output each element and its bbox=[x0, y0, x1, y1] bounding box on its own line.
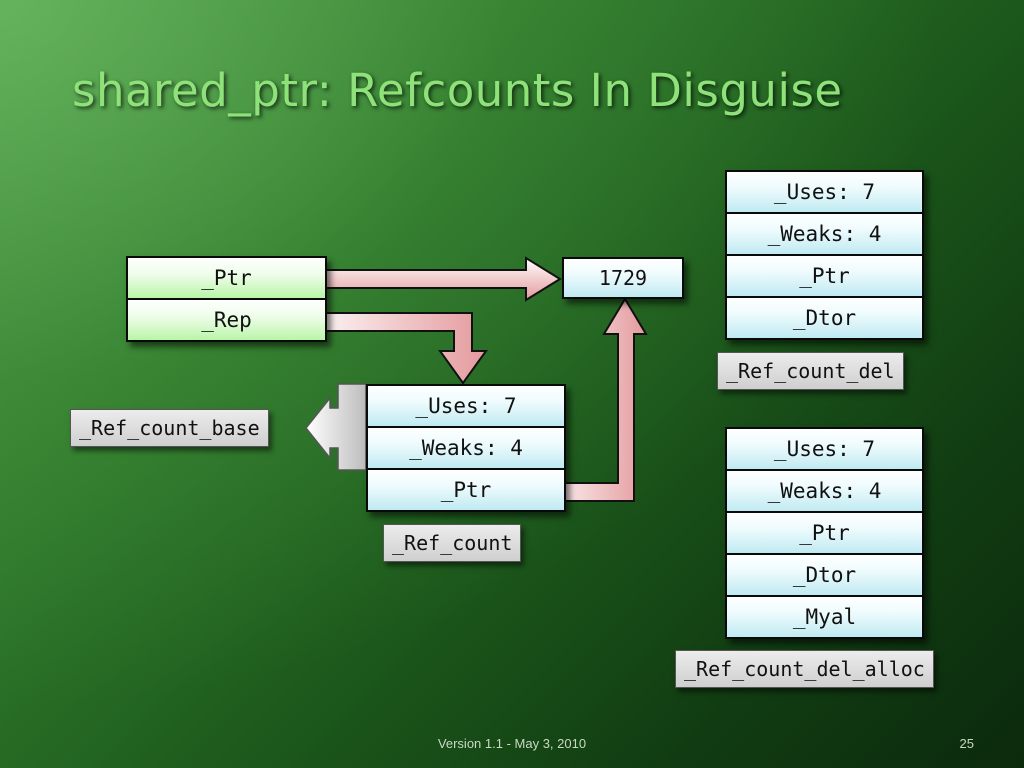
slide-number: 25 bbox=[959, 736, 974, 751]
ref-count-del-alloc-field-ptr: _Ptr bbox=[727, 513, 922, 555]
ref-count-del-alloc-object: _Uses: 7 _Weaks: 4 _Ptr _Dtor _Myal bbox=[725, 427, 924, 639]
ref-count-field-uses: _Uses: 7 bbox=[368, 386, 564, 428]
ref-count-field-weaks: _Weaks: 4 bbox=[368, 428, 564, 470]
inheritance-arrow bbox=[305, 383, 367, 471]
ref-count-del-field-weaks: _Weaks: 4 bbox=[727, 214, 922, 256]
refcount-ptr-to-value-arrow bbox=[537, 297, 648, 502]
ref-count-field-ptr: _Ptr bbox=[368, 470, 564, 510]
ptr-to-value-arrow bbox=[297, 256, 562, 302]
ref-count-base-label: _Ref_count_base bbox=[70, 409, 269, 447]
rep-to-refcount-arrow bbox=[297, 312, 488, 385]
slide-title: shared_ptr: Refcounts In Disguise bbox=[72, 64, 843, 117]
ref-count-del-alloc-field-weaks: _Weaks: 4 bbox=[727, 471, 922, 513]
ref-count-label: _Ref_count bbox=[383, 524, 522, 562]
ref-count-del-alloc-field-myal: _Myal bbox=[727, 597, 922, 637]
ref-count-del-label: _Ref_count_del bbox=[717, 352, 904, 390]
ref-count-del-field-dtor: _Dtor bbox=[727, 298, 922, 338]
ref-count-del-object: _Uses: 7 _Weaks: 4 _Ptr _Dtor bbox=[725, 170, 924, 340]
footer-version: Version 1.1 - May 3, 2010 bbox=[437, 736, 587, 751]
shared-ptr-object: _Ptr _Rep bbox=[126, 256, 327, 342]
ref-count-del-field-ptr: _Ptr bbox=[727, 256, 922, 298]
ref-count-object: _Uses: 7 _Weaks: 4 _Ptr bbox=[366, 384, 566, 512]
ref-count-del-field-uses: _Uses: 7 bbox=[727, 172, 922, 214]
shared-ptr-field-rep: _Rep bbox=[128, 300, 325, 340]
ref-count-del-alloc-field-uses: _Uses: 7 bbox=[727, 429, 922, 471]
ref-count-del-alloc-label: _Ref_count_del_alloc bbox=[675, 650, 934, 688]
shared-ptr-field-ptr: _Ptr bbox=[128, 258, 325, 300]
pointee-value: 1729 bbox=[562, 257, 684, 299]
ref-count-del-alloc-field-dtor: _Dtor bbox=[727, 555, 922, 597]
